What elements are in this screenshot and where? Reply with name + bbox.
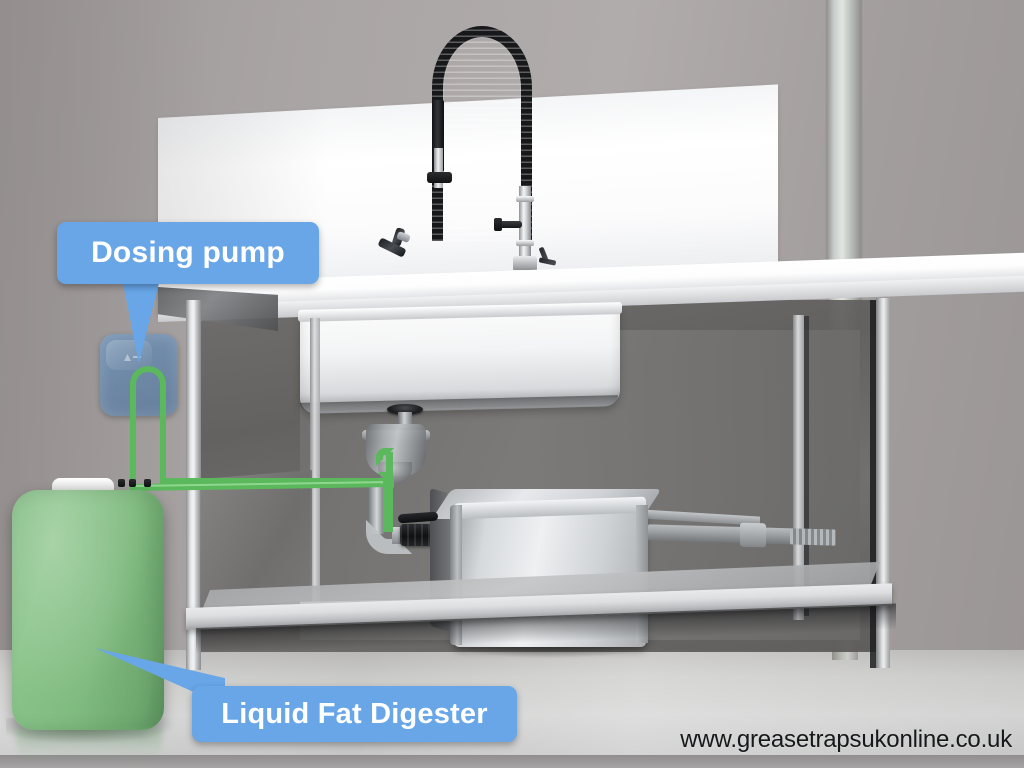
spray-head <box>427 172 452 183</box>
green-container <box>12 490 164 730</box>
sink-drain-flange <box>387 404 423 415</box>
riser-valve <box>498 221 522 228</box>
leg-shadow-back-right <box>804 316 809 616</box>
floor-skirting <box>0 755 1024 768</box>
callout-dosing-pump[interactable]: Dosing pump <box>57 222 319 284</box>
dosing-tube-drop-secondary <box>383 478 390 532</box>
watermark-url: www.greasetrapsukonline.co.uk <box>680 726 1012 753</box>
callout-liquid-fat-digester[interactable]: Liquid Fat Digester <box>192 686 517 742</box>
riser-ring-lower <box>516 240 534 246</box>
container-tube-fittings <box>118 479 160 488</box>
riser-valve-knob <box>494 218 502 231</box>
dosing-tube-horizontal-run-upper <box>160 478 388 485</box>
dosing-tube-loop <box>130 366 166 406</box>
outlet-pipe-union <box>740 522 766 548</box>
container-reflection <box>16 728 162 762</box>
dosing-tube-suction-leg <box>130 400 136 490</box>
callout-liquid-fat-digester-label: Liquid Fat Digester <box>221 697 488 730</box>
dosing-pump-badge-icon <box>124 352 142 362</box>
secondary-tap <box>377 227 412 262</box>
faucet-side-lever <box>537 246 557 267</box>
dosing-tube-discharge-leg <box>160 400 166 484</box>
callout-dosing-pump-label: Dosing pump <box>91 236 285 269</box>
riser-ring-upper <box>516 196 534 202</box>
table-leg-back-left <box>310 318 320 618</box>
pre-rinse-spray-hose <box>432 26 532 241</box>
spray-handle-chrome <box>434 148 443 188</box>
dosing-pump-highlight <box>106 340 152 370</box>
faucet-riser <box>519 186 531 266</box>
table-leg-back-right <box>793 315 804 620</box>
leg-shadow-right <box>870 300 876 668</box>
outlet-pipe-thread <box>790 528 836 546</box>
faucet-base <box>513 256 537 270</box>
table-leg-front-right <box>876 298 890 668</box>
dosing-tube-elbow-upper <box>376 448 394 466</box>
